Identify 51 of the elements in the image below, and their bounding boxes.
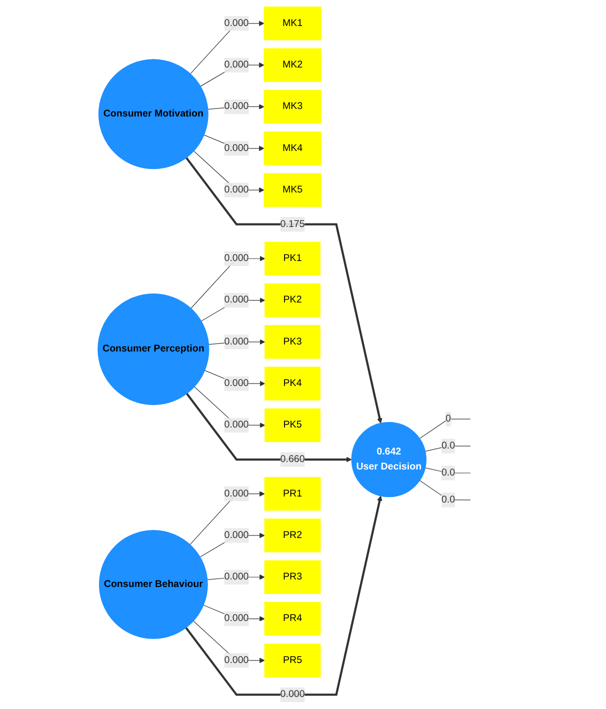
node-box: MK1	[264, 6, 322, 40]
node-box: PR5	[264, 644, 322, 678]
connector	[420, 480, 472, 500]
connector	[425, 467, 472, 474]
node-box: MK3	[264, 90, 322, 124]
node-box: PR3	[264, 560, 322, 594]
edge-label: 0.000	[224, 420, 250, 430]
edge-label: 0.000	[224, 530, 250, 540]
edge-label: 0.000	[224, 184, 250, 195]
arrow	[186, 496, 383, 696]
edge-label: 0.660	[280, 454, 306, 464]
edge-label: 0.000	[224, 488, 250, 499]
edge-label: 0.000	[224, 378, 250, 388]
connector	[420, 418, 472, 439]
node-box: PR4	[264, 602, 322, 636]
edge-label: 0.000	[224, 60, 250, 70]
node-box: PK3	[265, 325, 321, 359]
edge-label: 0.000	[224, 613, 250, 624]
arrow	[186, 157, 383, 424]
node-box: PK5	[265, 408, 321, 442]
edge-label: 0.000	[224, 336, 250, 347]
edge-label: 0.000	[224, 18, 250, 28]
edge-label: 0.000	[224, 253, 250, 264]
edge-label: 0.000	[224, 294, 250, 306]
arrow	[190, 491, 266, 545]
edge-label: 0.000	[224, 572, 250, 582]
edge-label: 0.000	[280, 689, 306, 700]
edge-label: 0.175	[280, 218, 306, 230]
edge-label: 0.000	[224, 142, 250, 154]
node-box: MK2	[264, 48, 322, 82]
node-box: MK4	[264, 132, 322, 166]
node-circle: Consumer Motivation	[98, 59, 209, 170]
edge-label: 0	[446, 414, 452, 424]
arrow	[186, 392, 352, 462]
connector	[425, 446, 472, 452]
node-box: PK2	[265, 283, 321, 318]
node-circle: Consumer Perception	[98, 293, 210, 406]
edge-label: 0.0	[442, 468, 456, 478]
edge-label: 0.0	[442, 440, 456, 451]
node-box: PK4	[265, 366, 321, 400]
node-box: PR1	[264, 477, 322, 511]
arrow	[191, 256, 266, 309]
node-box: MK5	[264, 173, 322, 207]
arrow	[190, 20, 265, 74]
node-circle: Consumer Behaviour	[99, 530, 208, 639]
node-box: PK1	[265, 242, 321, 276]
node-circle: 0.642 User Decision	[352, 422, 427, 498]
edge-label: 0.0	[442, 494, 456, 505]
edge-label: 0.000	[224, 101, 250, 112]
node-box: PR2	[264, 518, 322, 552]
edge-label: 0.000	[224, 654, 250, 666]
